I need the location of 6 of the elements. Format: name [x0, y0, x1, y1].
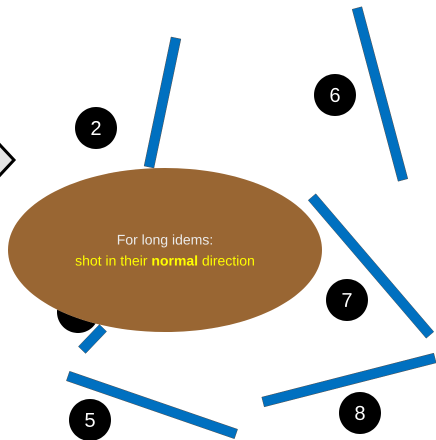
- stick: [78, 324, 107, 354]
- stick: [262, 352, 436, 408]
- stick: [308, 194, 434, 338]
- stick: [66, 371, 238, 439]
- stick: [352, 6, 408, 182]
- stick: [144, 36, 182, 168]
